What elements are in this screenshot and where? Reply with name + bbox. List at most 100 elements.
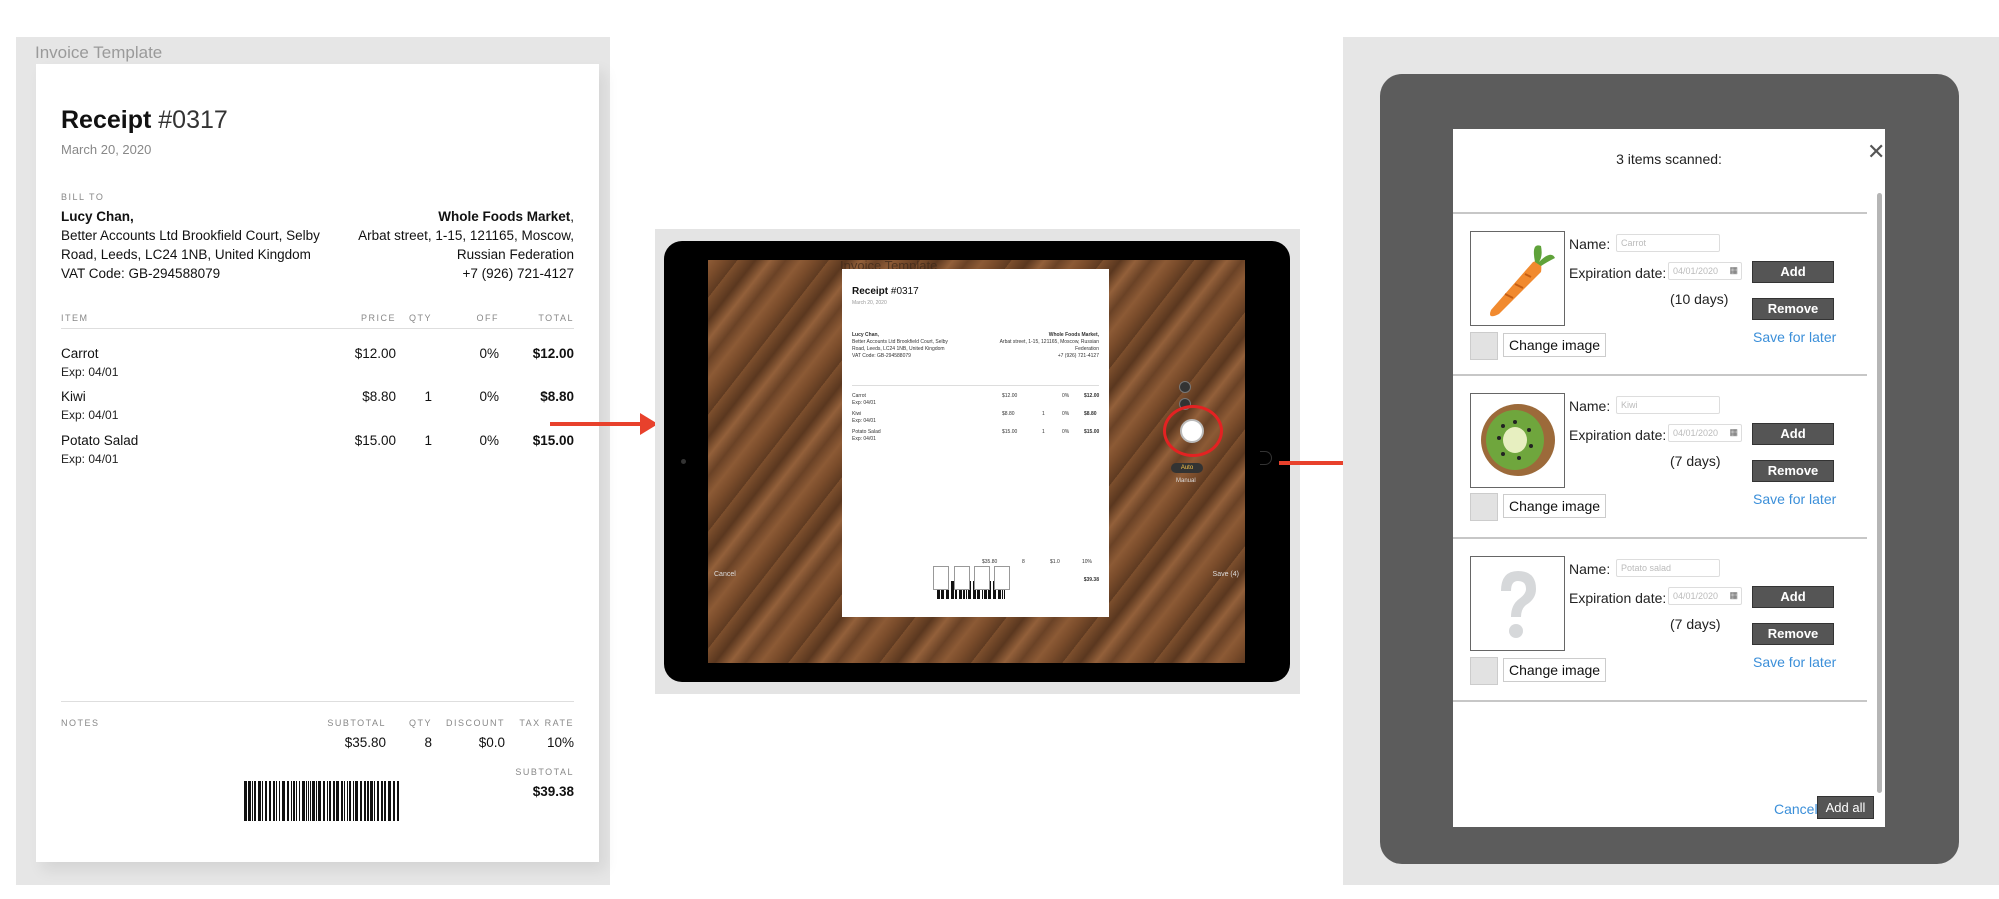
expiration-label: Expiration date:	[1569, 427, 1667, 443]
dialog-title: 3 items scanned:	[1616, 151, 1722, 167]
name-label: Name:	[1569, 236, 1611, 252]
close-icon[interactable]: ✕	[1867, 139, 1886, 164]
divider	[1453, 374, 1867, 376]
date-input[interactable]: 04/01/2020▦	[1668, 587, 1742, 605]
col-item: ITEM	[61, 313, 89, 323]
scan-results-dialog: 3 items scanned: ✕ Name: Carrot Expirati…	[1453, 129, 1885, 827]
tablet-device: Invoice Template Receipt #0317 March 20,…	[664, 241, 1290, 682]
window-title: Invoice Template	[35, 43, 163, 62]
doc-total: $39.38	[1083, 577, 1099, 583]
name-input[interactable]: Carrot	[1616, 234, 1720, 252]
calendar-icon: ▦	[1729, 427, 1738, 437]
receipt-number: #0317	[158, 106, 228, 134]
remove-button[interactable]: Remove	[1752, 298, 1834, 320]
days-left: (10 days)	[1670, 291, 1729, 307]
invoice-panel: Invoice Template Receipt #0317 March 20,…	[16, 37, 610, 885]
remove-button[interactable]: Remove	[1752, 460, 1834, 482]
vendor-name: Whole Foods Market	[438, 209, 571, 224]
kiwi-image-icon	[1470, 393, 1565, 488]
name-label: Name:	[1569, 561, 1611, 577]
vendor-address-2: Russian Federation	[456, 247, 574, 262]
subtotal-value: $35.80	[344, 735, 386, 750]
item-name: Potato Salad	[61, 433, 139, 448]
name-input[interactable]: Potato salad	[1616, 559, 1720, 577]
change-image-button[interactable]: Change image	[1503, 333, 1607, 357]
discount-value: $0.0	[478, 735, 505, 750]
col-total: TOTAL	[538, 313, 574, 323]
save-for-later-link[interactable]: Save for later	[1753, 654, 1837, 670]
doc-row: Kiwi $8.80 1 0% $8.80 Exp: 04/01	[852, 411, 1097, 424]
tablet-frame: 3 items scanned: ✕ Name: Carrot Expirati…	[1380, 74, 1959, 864]
image-icon	[1470, 493, 1498, 521]
doc-date: March 20, 2020	[852, 300, 887, 306]
date-input[interactable]: 04/01/2020▦	[1668, 424, 1742, 442]
col-qty: QTY	[408, 313, 432, 323]
image-icon	[1470, 332, 1498, 360]
page-thumbnail[interactable]	[954, 566, 970, 590]
subtotal-2-label: SUBTOTAL	[515, 767, 574, 777]
barcode	[244, 781, 399, 821]
question-mark-icon	[1470, 556, 1565, 651]
date-input[interactable]: 04/01/2020▦	[1668, 262, 1742, 280]
cancel-link[interactable]: Cancel	[1774, 801, 1818, 817]
page-thumbnail[interactable]	[974, 566, 990, 590]
item-qty: 1	[424, 389, 432, 404]
customer-name: Lucy Chan,	[61, 209, 134, 224]
carrot-image-icon	[1470, 231, 1565, 326]
item-off: 0%	[479, 346, 499, 361]
scanner-panel: Invoice Template Receipt #0317 March 20,…	[655, 229, 1300, 694]
divider	[1453, 212, 1867, 214]
add-button[interactable]: Add	[1752, 423, 1834, 445]
name-label: Name:	[1569, 398, 1611, 414]
save-for-later-link[interactable]: Save for later	[1753, 329, 1837, 345]
col-price: PRICE	[360, 313, 396, 323]
item-name: Kiwi	[61, 389, 86, 404]
doc-vendor: Whole Foods Market, Arbat street, 1-15, …	[999, 332, 1099, 359]
home-button	[1260, 451, 1272, 465]
results-panel: 3 items scanned: ✕ Name: Carrot Expirati…	[1343, 37, 1999, 885]
scanned-document: Receipt #0317 March 20, 2020 Lucy Chan, …	[842, 269, 1109, 617]
add-button[interactable]: Add	[1752, 261, 1834, 283]
calendar-icon: ▦	[1729, 590, 1738, 600]
add-button[interactable]: Add	[1752, 586, 1834, 608]
vendor-phone: +7 (926) 721-4127	[462, 266, 574, 281]
table-row: Carrot Exp: 04/01 $12.00 0% $12.00	[61, 346, 574, 384]
scrollbar[interactable]	[1877, 193, 1882, 793]
doc-row: Potato Salad $15.00 1 0% $15.00 Exp: 04/…	[852, 429, 1100, 442]
change-image-button[interactable]: Change image	[1503, 658, 1607, 682]
doc-divider	[852, 385, 1099, 386]
page-thumbnail[interactable]	[994, 566, 1010, 590]
save-button[interactable]: Save (4)	[1212, 571, 1239, 578]
item-total: $8.80	[540, 389, 574, 404]
doc-title: Receipt #0317	[852, 286, 919, 297]
mode-auto[interactable]: Auto	[1171, 463, 1203, 473]
shutter-highlight	[1163, 405, 1223, 457]
front-camera-icon	[681, 459, 686, 464]
grand-total: $39.38	[532, 784, 574, 799]
remove-button[interactable]: Remove	[1752, 623, 1834, 645]
cancel-button[interactable]: Cancel	[714, 571, 736, 578]
page-thumbnail[interactable]	[933, 566, 949, 590]
mode-manual[interactable]: Manual	[1176, 478, 1196, 484]
divider	[1453, 537, 1867, 539]
image-icon	[1470, 657, 1498, 685]
shutter-button[interactable]	[1180, 419, 1204, 443]
divider	[1453, 700, 1867, 702]
name-input[interactable]: Kiwi	[1616, 396, 1720, 414]
save-for-later-link[interactable]: Save for later	[1753, 491, 1837, 507]
customer-address-2: Road, Leeds, LC24 1NB, United Kingdom	[61, 247, 311, 262]
days-left: (7 days)	[1670, 616, 1721, 632]
item-price: $8.80	[362, 389, 396, 404]
change-image-button[interactable]: Change image	[1503, 494, 1607, 518]
doc-customer: Lucy Chan, Better Accounts Ltd Brookfiel…	[852, 332, 948, 359]
subtotal-label: SUBTOTAL	[327, 718, 386, 728]
add-all-button[interactable]: Add all	[1817, 796, 1874, 819]
doc-barcode	[937, 581, 1005, 599]
item-price: $15.00	[354, 433, 396, 448]
flash-icon[interactable]	[1179, 381, 1191, 393]
customer-address-1: Better Accounts Ltd Brookfield Court, Se…	[61, 228, 320, 243]
divider	[61, 328, 574, 329]
expiration-label: Expiration date:	[1569, 590, 1667, 606]
item-off: 0%	[479, 433, 499, 448]
doc-row: Carrot $12.00 0% $12.00 Exp: 04/01	[852, 393, 1100, 406]
